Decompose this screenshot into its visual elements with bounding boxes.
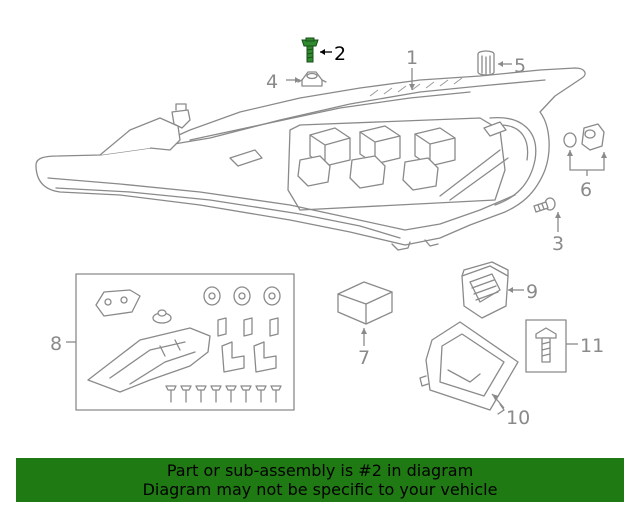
callout-6-bracket (569, 150, 605, 171)
led-projector-modules (297, 125, 456, 191)
banner-line-1: Part or sub-assembly is #2 in diagram (166, 461, 474, 480)
part-10-control-module[interactable] (419, 321, 519, 415)
part-4-grommet[interactable] (297, 71, 327, 87)
callout-6-arrowhead-b (601, 152, 607, 158)
callout-6-arrowhead-a (567, 150, 573, 156)
callout-2-arrowhead (320, 49, 325, 55)
callout-3-arrowhead (555, 212, 561, 218)
screw-row (165, 385, 282, 403)
callout-8: 8 (50, 333, 62, 355)
callout-5: 5 (514, 55, 526, 77)
callout-6: 6 (580, 179, 592, 201)
part-5-cap[interactable] (477, 50, 495, 76)
callout-9: 9 (526, 281, 538, 303)
headlamp-assembly (35, 67, 586, 251)
callout-4: 4 (266, 71, 278, 93)
notice-banner: Part or sub-assembly is #2 in diagram Di… (16, 458, 624, 502)
callout-2: 2 (334, 43, 346, 65)
part-7-module[interactable] (337, 281, 393, 325)
callout-7: 7 (358, 347, 370, 369)
parts-diagram: 2 4 1 5 6 3 (35, 37, 607, 429)
banner-line-2: Diagram may not be specific to your vehi… (142, 480, 498, 499)
callout-1: 1 (406, 47, 418, 69)
part-9-led-driver[interactable] (461, 261, 509, 319)
callout-1-arrowhead (409, 84, 415, 90)
callout-3: 3 (552, 233, 564, 255)
callout-10-arrowhead (492, 394, 499, 400)
callout-4-arrowhead (295, 77, 300, 83)
part-6-bulb-socket[interactable] (563, 123, 605, 151)
part-3-screw[interactable] (533, 197, 556, 213)
callout-11: 11 (580, 335, 604, 357)
callout-9-arrowhead (508, 287, 513, 293)
callout-7-arrowhead (361, 328, 367, 334)
callout-10: 10 (506, 407, 530, 429)
part-2-bolt[interactable] (301, 37, 319, 63)
part-8-bracket-kit[interactable] (75, 273, 295, 411)
part-11-screw[interactable] (525, 319, 567, 373)
callout-5-arrowhead (498, 61, 503, 67)
